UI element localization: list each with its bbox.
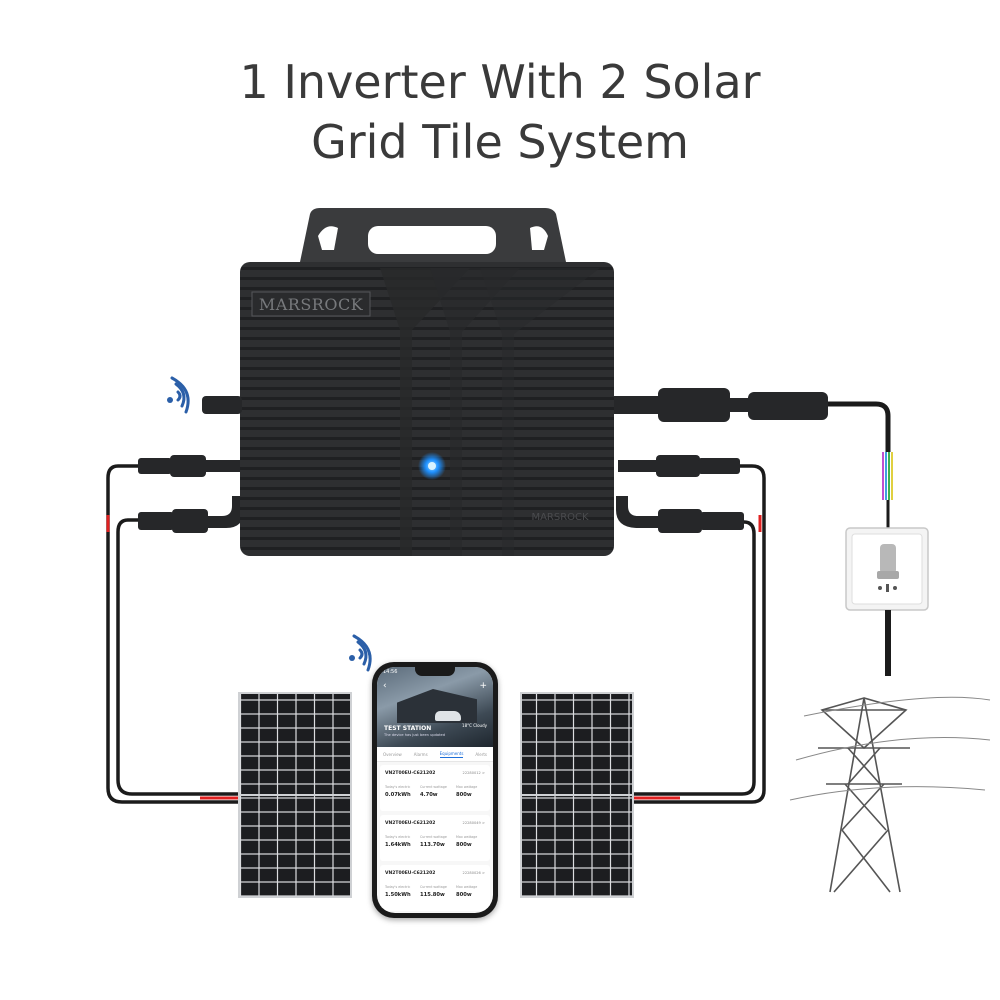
- today-energy-value: 1.50kWh: [385, 892, 411, 898]
- car-image: [435, 711, 461, 721]
- tab-equipments[interactable]: Equipments: [439, 750, 464, 758]
- weather-readout: 18°C Cloudy: [462, 723, 487, 728]
- app-tabs: Overview Alarms Equipments Alerts: [377, 747, 493, 762]
- left-positive-wire: [106, 515, 238, 800]
- left-dc-cables: [106, 464, 240, 804]
- device-id: VN2T00EU-C621202: [385, 871, 436, 876]
- title-line-1: 1 Inverter With 2 Solar: [239, 55, 761, 109]
- equipment-list: VN2T00EU-C621202 22280012 > Today's elec…: [377, 763, 493, 913]
- microinverter: MARSROCK MARSROCK: [240, 262, 614, 556]
- transmission-tower: [789, 696, 991, 893]
- left-solar-panel: [238, 692, 352, 898]
- wifi-icon: [167, 376, 190, 414]
- title-line-2: Grid Tile System: [311, 115, 689, 169]
- station-hero-image: [377, 667, 493, 747]
- device-serial: 22280049 >: [462, 821, 485, 825]
- max-wattage-label: Max wattage: [456, 835, 478, 839]
- smartphone: 14:56 ‹ + TEST STATION The device has ju…: [372, 662, 498, 918]
- list-item[interactable]: VN2T00EU-C621202 22280026 > Today's elec…: [380, 865, 490, 911]
- max-wattage-value: 800w: [456, 792, 472, 798]
- device-id: VN2T00EU-C621202: [385, 821, 436, 826]
- today-energy-value: 0.07kWh: [385, 792, 411, 798]
- current-wattage-label: Current wattage: [420, 835, 447, 839]
- bracket-slot-left: [318, 226, 338, 250]
- tab-alarms[interactable]: Alarms: [413, 751, 428, 757]
- station-name: TEST STATION: [384, 725, 432, 732]
- back-icon[interactable]: ‹: [383, 681, 387, 691]
- list-item[interactable]: VN2T00EU-C621202 22280049 > Today's elec…: [380, 815, 490, 861]
- max-wattage-value: 800w: [456, 892, 472, 898]
- today-energy-value: 1.64kWh: [385, 842, 411, 848]
- max-wattage-value: 800w: [456, 842, 472, 848]
- today-energy-label: Today's electric: [385, 785, 411, 789]
- inverter-brand: MARSROCK: [259, 295, 364, 314]
- add-icon[interactable]: +: [479, 681, 487, 691]
- max-wattage-label: Max wattage: [456, 785, 478, 789]
- right-solar-panel: [520, 692, 634, 898]
- right-dc-cables: [632, 464, 766, 804]
- inverter-watermark: MARSROCK: [531, 512, 589, 523]
- current-wattage-value: 115.80w: [420, 892, 445, 898]
- today-energy-label: Today's electric: [385, 835, 411, 839]
- station-subtitle: The device has just been updated: [384, 733, 446, 737]
- max-wattage-label: Max wattage: [456, 885, 478, 889]
- tab-overview[interactable]: Overview: [382, 751, 402, 757]
- list-item[interactable]: VN2T00EU-C621202 22280012 > Today's elec…: [380, 765, 490, 811]
- current-wattage-value: 113.70w: [420, 842, 445, 848]
- antenna-stub: [202, 396, 242, 414]
- monitoring-app-screen: 14:56 ‹ + TEST STATION The device has ju…: [377, 667, 493, 913]
- device-serial: 22280026 >: [462, 871, 485, 875]
- ac-output-cable: [614, 388, 893, 540]
- right-mc4-connectors: [616, 455, 744, 533]
- phone-notch: [415, 667, 455, 676]
- wifi-icon: [349, 634, 372, 672]
- bracket-handle: [368, 226, 496, 254]
- current-wattage-label: Current wattage: [420, 785, 447, 789]
- device-id: VN2T00EU-C621202: [385, 771, 436, 776]
- diagram-title: 1 Inverter With 2 Solar Grid Tile System: [0, 52, 1000, 172]
- wall-socket: [845, 527, 929, 676]
- right-positive-wire: [632, 515, 762, 800]
- current-wattage-value: 4.70w: [420, 792, 438, 798]
- device-serial: 22280012 >: [462, 771, 485, 775]
- bracket-slot-right: [530, 226, 548, 250]
- status-bar-time: 14:56: [383, 669, 398, 675]
- current-wattage-label: Current wattage: [420, 885, 447, 889]
- tab-alerts[interactable]: Alerts: [475, 751, 487, 757]
- left-mc4-connectors: [138, 455, 244, 533]
- today-energy-label: Today's electric: [385, 885, 411, 889]
